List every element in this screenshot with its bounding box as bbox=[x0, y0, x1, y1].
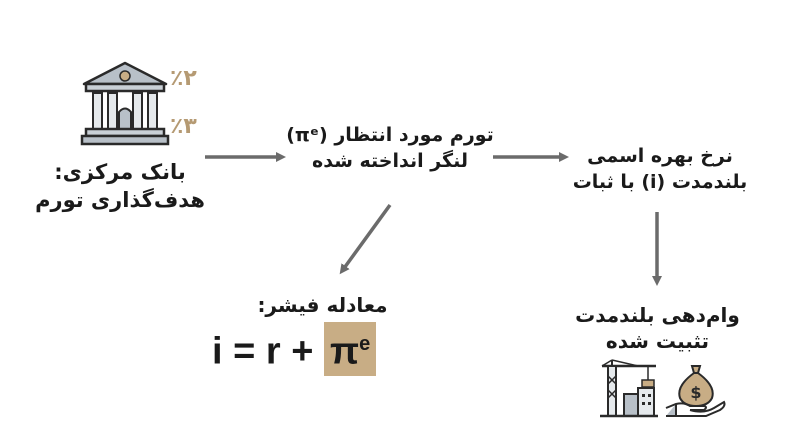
inflation-target-2: ٪۲ bbox=[170, 66, 197, 91]
construction-crane-icon bbox=[598, 358, 660, 418]
pi-symbol: π bbox=[329, 330, 360, 373]
nominal-rate-title: نرخ بهره اسمی bbox=[587, 145, 733, 167]
equation-left-side: i = r + bbox=[212, 330, 324, 373]
nominal-rate-node: نرخ بهره اسمی بلندمدت (i) با ثبات bbox=[560, 143, 760, 195]
fisher-title: معادله فیشر: bbox=[257, 293, 388, 317]
svg-text:$: $ bbox=[690, 383, 701, 402]
expected-inflation-title: تورم مورد انتظار (πᵉ) bbox=[286, 124, 494, 146]
money-bag-hand-icon: $ bbox=[664, 356, 728, 418]
fisher-equation: i = r + πe bbox=[212, 322, 377, 376]
stable-long-term-rate-text: بلندمدت (i) با ثبات bbox=[572, 171, 748, 193]
inflation-target-3: ٪۳ bbox=[170, 114, 197, 139]
stabilized-text: تثبیت شده bbox=[605, 329, 710, 353]
arrow-inflation-to-fisher bbox=[339, 203, 392, 275]
long-term-lending-node: وام‌دهی بلندمدت تثبیت شده bbox=[565, 302, 750, 354]
expected-inflation-node: تورم مورد انتظار (πᵉ) لنگر انداخته شده bbox=[285, 122, 495, 174]
central-bank-title: بانک مرکزی: bbox=[54, 160, 186, 184]
anchored-text: لنگر انداخته شده bbox=[312, 150, 468, 172]
long-term-lending-title: وام‌دهی بلندمدت bbox=[575, 303, 740, 327]
bank-icon bbox=[80, 60, 170, 146]
expected-inflation-symbol: πe bbox=[323, 322, 377, 376]
central-bank-label: بانک مرکزی: هدف‌گذاری تورم bbox=[30, 158, 210, 214]
pi-superscript: e bbox=[359, 333, 371, 355]
inflation-targeting-text: هدف‌گذاری تورم bbox=[35, 188, 205, 212]
